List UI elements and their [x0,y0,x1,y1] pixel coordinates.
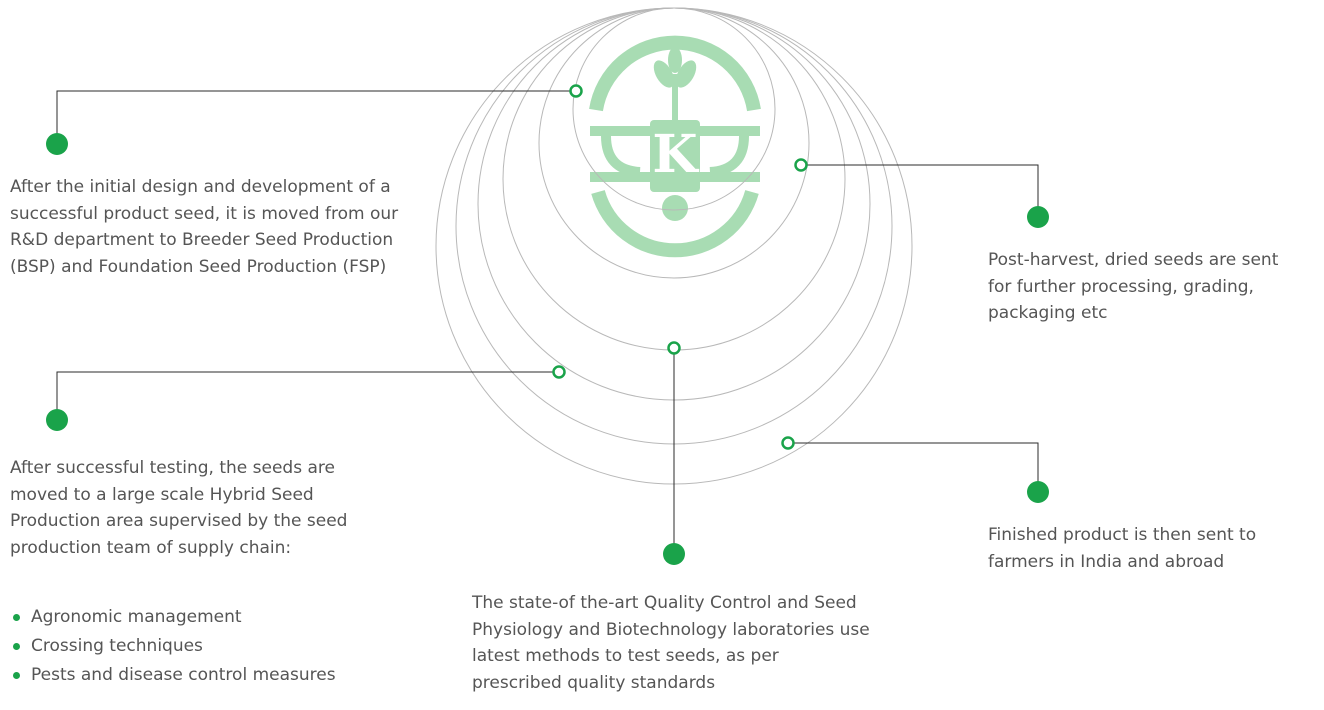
step-5-text: Finished product is then sent to farmers… [988,525,1257,572]
step-dot-4 [1027,206,1049,228]
connector-step-4 [801,164,1039,216]
concentric-rings [435,7,913,485]
connector-step-5 [788,442,1039,491]
ring-marker-4 [794,158,808,172]
connector-step-2 [56,371,559,420]
ring-marker-2 [552,365,566,379]
step-dot-2 [46,409,68,431]
bullet-item: Agronomic management [10,603,370,632]
step-1-text: After the initial design and development… [10,177,399,277]
kaveri-seeds-logo: K [589,35,761,258]
ring-marker-3 [667,341,681,355]
bullet-item: Crossing techniques [10,632,370,661]
bullet-item: Pests and disease control measures [10,661,370,690]
step-dot-3 [663,543,685,565]
ring-marker-1 [569,84,583,98]
step-2-text: After successful testing, the seeds are … [10,458,348,558]
connector-step-1 [56,90,576,143]
step-dot-1 [46,133,68,155]
logo-letter-k: K [652,124,699,185]
step-4-text: Post-harvest, dried seeds are sent for f… [988,250,1279,323]
step-2-bullet-list: Agronomic management Crossing techniques… [10,603,370,690]
ring-marker-5 [781,436,795,450]
step-dot-5 [1027,481,1049,503]
step-3-text: The state-of the-art Quality Control and… [472,593,870,693]
